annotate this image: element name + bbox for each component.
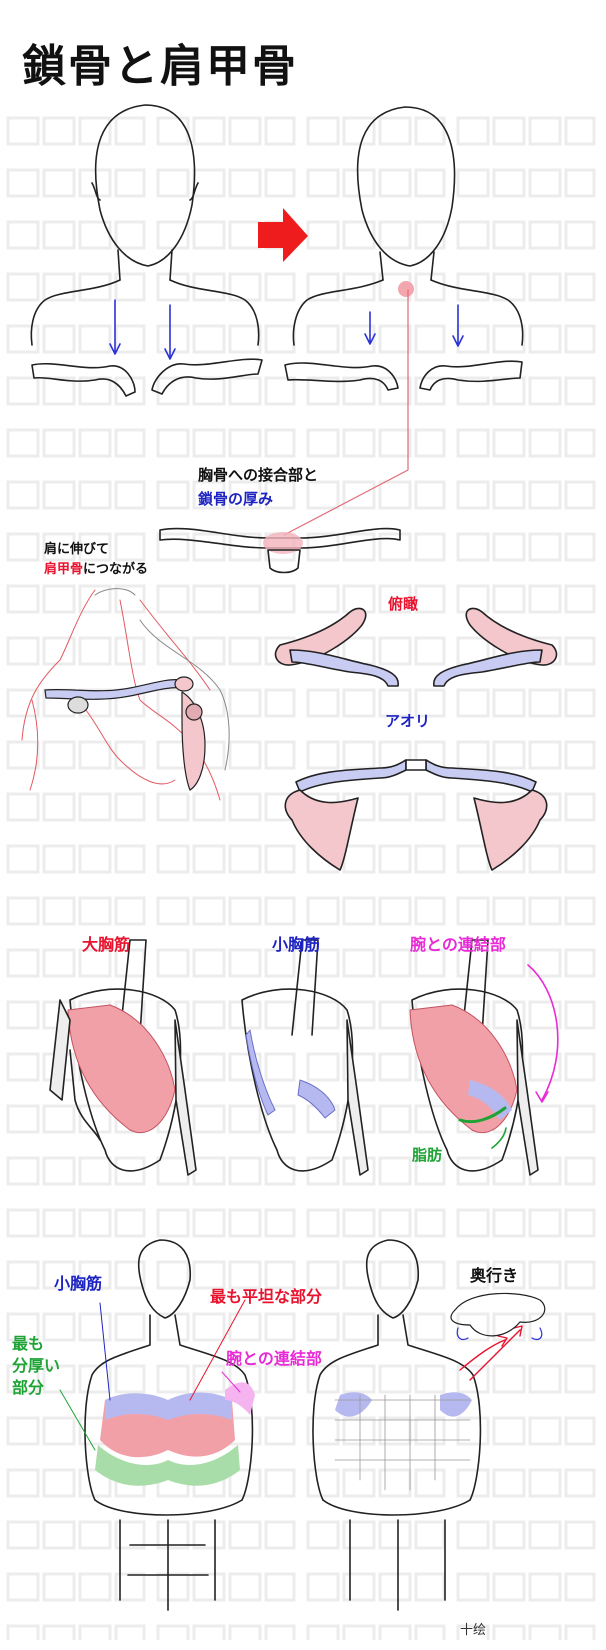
red-arrow <box>258 208 308 262</box>
label-shoulder-extend-1: 肩に伸びて <box>44 542 110 557</box>
pointer-arrows <box>491 964 559 1149</box>
down-arrows-left <box>109 299 176 360</box>
head-front-left <box>30 104 260 346</box>
sternum-clavicle <box>159 527 401 574</box>
bust-left <box>84 1239 255 1611</box>
label-arm-connection: 腕との連結部 <box>410 935 506 954</box>
sternum-dot <box>398 281 414 297</box>
label-connects: につながる <box>83 562 149 577</box>
head-front-right <box>292 106 524 346</box>
clavicles-left <box>31 358 263 397</box>
label-flattest-part: 最も平坦な部分 <box>210 1287 323 1306</box>
label-scapula-red: 肩甲骨 <box>44 562 84 577</box>
torso-arm-connection <box>409 939 539 1176</box>
pointer-line <box>283 289 409 536</box>
torso-pec-minor <box>241 939 369 1176</box>
label-depth: 奥行き <box>470 1266 519 1285</box>
label-thickest-2: 分厚い <box>12 1356 61 1375</box>
credit-watermark: 十绘 <box>460 1619 486 1638</box>
depth-sketch <box>450 1292 546 1341</box>
label-high-angle: 俯瞰 <box>388 595 419 613</box>
label-pec-major: 大胸筋 <box>82 935 131 954</box>
scapula-sketch <box>181 691 206 791</box>
low-angle-clavicles <box>295 759 537 793</box>
label-fat: 脂肪 <box>412 1146 443 1164</box>
label-pec-minor-2: 小胸筋 <box>54 1274 103 1293</box>
torso-outline <box>94 588 230 771</box>
label-low-angle: アオリ <box>385 712 431 730</box>
clavicles-right <box>284 360 523 391</box>
clavicle-blue-left <box>44 676 194 714</box>
top-view-right <box>433 607 558 687</box>
credit-text: 十绘 <box>460 1623 487 1638</box>
torso-pec-major <box>49 939 197 1176</box>
low-angle-scapulae <box>284 789 548 871</box>
label-arm-connection-2: 腕との連結部 <box>226 1349 322 1368</box>
bust-right <box>312 1239 523 1611</box>
down-arrows-right <box>364 304 464 347</box>
label-sternum-joint: 胸骨への接合部と <box>198 466 319 484</box>
label-pec-minor: 小胸筋 <box>272 935 321 954</box>
label-thickest-3: 部分 <box>12 1378 45 1397</box>
label-pointers <box>59 1299 246 1451</box>
label-clavicle-thickness: 鎖骨の厚み <box>198 490 274 508</box>
label-shoulder-extend-2: 肩甲骨につながる <box>44 558 148 577</box>
page-title: 鎖骨と肩甲骨 <box>22 41 298 92</box>
top-view-left <box>274 607 399 687</box>
label-thickest-1: 最も <box>12 1334 45 1353</box>
